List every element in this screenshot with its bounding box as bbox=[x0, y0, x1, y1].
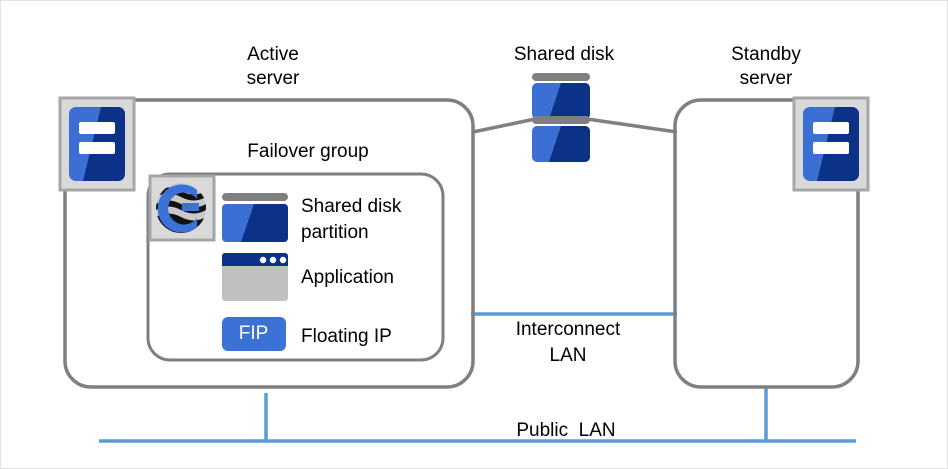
active-server-label: Active server bbox=[246, 44, 300, 89]
disk-partition-icon bbox=[222, 193, 288, 242]
floating-ip-label: Floating IP bbox=[301, 326, 392, 347]
application-label: Application bbox=[301, 267, 394, 288]
server-icon bbox=[792, 96, 870, 192]
server-icon bbox=[58, 96, 136, 192]
interconnect-lan-label: Interconnect LAN bbox=[515, 319, 621, 366]
standby-server-box bbox=[673, 98, 860, 389]
expresscluster-logo-icon bbox=[148, 174, 216, 242]
application-window-icon bbox=[222, 253, 288, 301]
floating-ip-badge-icon bbox=[222, 317, 286, 351]
shared-disk-label: Shared disk bbox=[513, 44, 615, 65]
standby-server-label: Standby server bbox=[731, 44, 801, 89]
failover-group-label: Failover group bbox=[247, 141, 369, 162]
fip-badge-text: FIP bbox=[238, 323, 269, 344]
shared-disk-partition-label: Shared disk partition bbox=[301, 196, 402, 243]
active-server-box bbox=[63, 98, 475, 389]
public-lan-line bbox=[99, 387, 856, 443]
failover-group-box bbox=[146, 172, 445, 362]
public-lan-label: Public LAN bbox=[516, 420, 616, 441]
shared-disk-connectors bbox=[472, 117, 678, 134]
disk-stack-icon bbox=[532, 73, 590, 162]
